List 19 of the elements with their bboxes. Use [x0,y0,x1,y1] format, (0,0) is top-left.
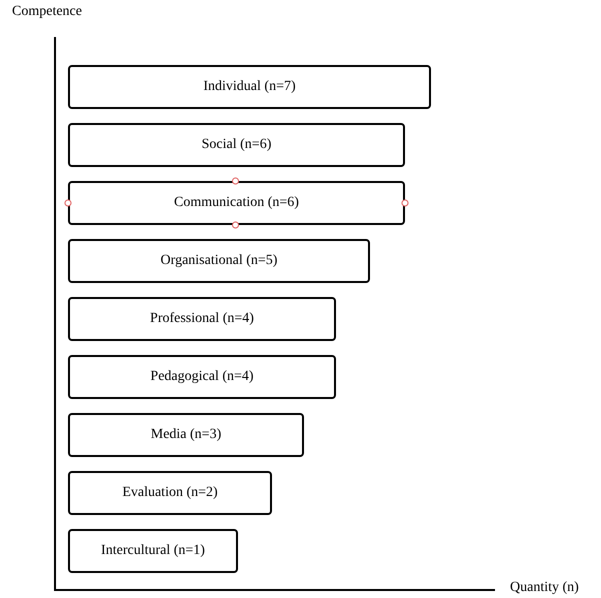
axis-title: Competence [12,4,82,20]
bar [68,355,336,399]
bar-label: Media (n=3) [150,427,222,443]
bar-label: Individual (n=7) [203,79,296,95]
bar-label: Communication (n=6) [174,195,299,211]
bar-label: Professional (n=4) [150,311,254,327]
bar [68,413,304,457]
bar [68,529,238,573]
bar [68,297,336,341]
bar [68,471,272,515]
bar [68,65,431,109]
bar-label: Intercultural (n=1) [101,543,205,559]
bar-label: Evaluation (n=2) [122,485,218,501]
bar [68,123,405,167]
bar-label: Pedagogical (n=4) [150,369,254,385]
bar [68,239,370,283]
bar-label: Social (n=6) [202,137,272,153]
bar-label: Organisational (n=5) [160,253,278,269]
axis-title: Quantity (n) [510,580,579,596]
